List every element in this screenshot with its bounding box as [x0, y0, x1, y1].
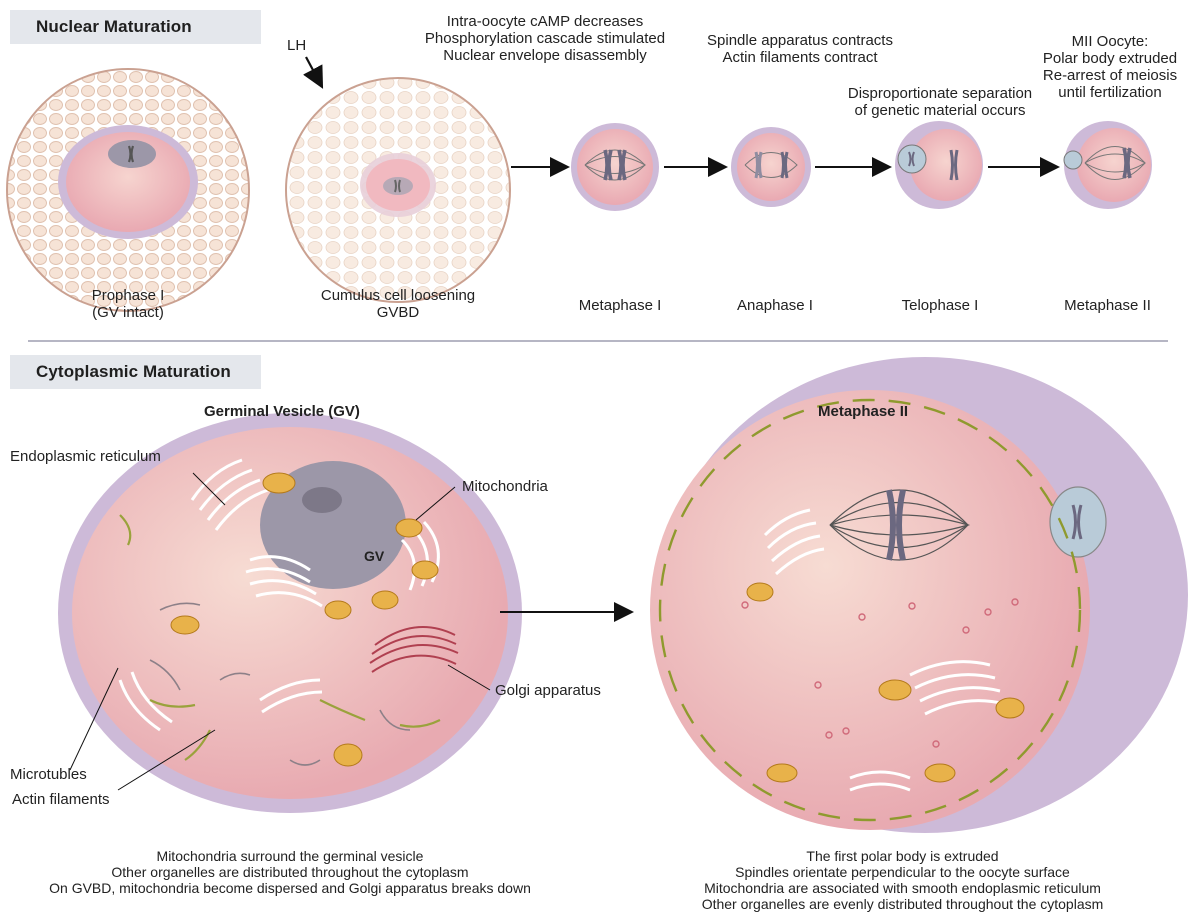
caption-line: Prophase I	[58, 287, 198, 304]
golgi-label: Golgi apparatus	[495, 682, 601, 699]
note-line: Phosphorylation cascade stimulated	[405, 30, 685, 47]
stage-caption-metaphase1: Metaphase I	[560, 297, 680, 314]
note-line: until fertilization	[1035, 84, 1185, 101]
gvbd-note: Intra-oocyte cAMP decreases Phosphorylat…	[405, 13, 685, 64]
stage-caption-metaphase2: Metaphase II	[1045, 297, 1170, 314]
metaphase1-oocyte	[571, 123, 659, 211]
note-line: Intra-oocyte cAMP decreases	[405, 13, 685, 30]
note-line: Actin filaments contract	[690, 49, 910, 66]
note-line: Spindle apparatus contracts	[690, 32, 910, 49]
caption-line: (GV intact)	[58, 304, 198, 321]
note-line: Nuclear envelope disassembly	[405, 47, 685, 64]
mii-cytoplasm-oocyte	[650, 357, 1188, 833]
note-line: The first polar body is extruded	[615, 848, 1190, 864]
note-line: Disproportionate separation	[840, 85, 1040, 102]
note-line: Mitochondria are associated with smooth …	[615, 880, 1190, 896]
note-line: Polar body extruded	[1035, 50, 1185, 67]
caption-line: Cumulus cell loosening	[308, 287, 488, 304]
stage-caption-gvbd: Cumulus cell loosening GVBD	[308, 287, 488, 321]
gv-label: GV	[364, 548, 384, 565]
actin-label: Actin filaments	[12, 791, 110, 808]
mii-notes: The first polar body is extruded Spindle…	[615, 848, 1190, 912]
metaphase2-oocyte	[1064, 121, 1152, 209]
note-line: Other organelles are evenly distributed …	[615, 896, 1190, 912]
prophase-oocyte	[7, 69, 249, 311]
stage-caption-telophase1: Telophase I	[880, 297, 1000, 314]
nuclear-maturation-title: Nuclear Maturation	[10, 10, 261, 44]
gv-cytoplasm-oocyte	[58, 413, 522, 813]
mitochondria-label: Mitochondria	[462, 478, 548, 495]
note-line: Re-arrest of meiosis	[1035, 67, 1185, 84]
mii-heading: Metaphase II	[818, 403, 908, 420]
note-line: MII Oocyte:	[1035, 33, 1185, 50]
gv-notes: Mitochondria surround the germinal vesic…	[0, 848, 580, 896]
telophase1-oocyte	[895, 121, 983, 209]
note-line: of genetic material occurs	[840, 102, 1040, 119]
anaphase1-oocyte	[731, 127, 811, 207]
note-line: Spindles orientate perpendicular to the …	[615, 864, 1190, 880]
cytoplasmic-maturation-title: Cytoplasmic Maturation	[10, 355, 261, 389]
note-line: On GVBD, mitochondria become dispersed a…	[0, 880, 580, 896]
telophase-note: Disproportionate separation of genetic m…	[840, 85, 1040, 119]
note-line: Other organelles are distributed through…	[0, 864, 580, 880]
stage-caption-prophase: Prophase I (GV intact)	[58, 287, 198, 321]
mii-note: MII Oocyte: Polar body extruded Re-arres…	[1035, 33, 1185, 101]
stage-caption-anaphase1: Anaphase I	[715, 297, 835, 314]
lh-label: LH	[287, 37, 306, 54]
note-line: Mitochondria surround the germinal vesic…	[0, 848, 580, 864]
lh-arrow	[306, 57, 321, 85]
er-label: Endoplasmic reticulum	[10, 448, 161, 465]
gvbd-oocyte	[286, 78, 510, 302]
gv-heading: Germinal Vesicle (GV)	[204, 403, 360, 420]
anaphase-note: Spindle apparatus contracts Actin filame…	[690, 32, 910, 66]
caption-line: GVBD	[308, 304, 488, 321]
microtubles-label: Microtubles	[10, 766, 87, 783]
